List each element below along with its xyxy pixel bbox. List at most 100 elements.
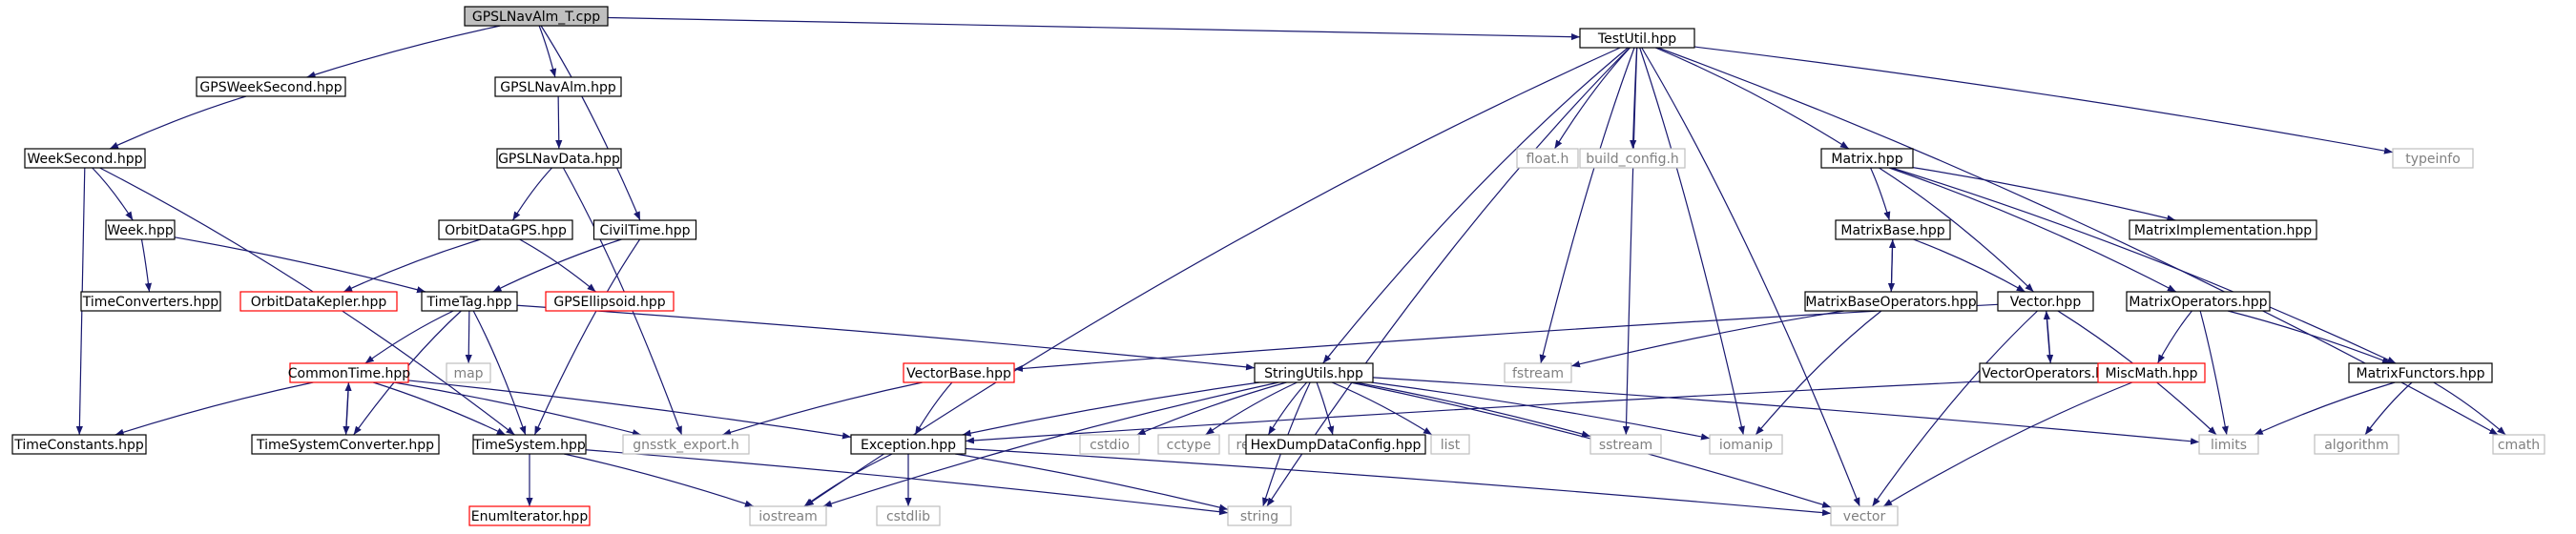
- node-box-matrix: [1820, 148, 1914, 169]
- edge-vectorbase-to-exception: [914, 381, 953, 436]
- node-hexdump[interactable]: HexDumpDataConfig.hpp: [1245, 434, 1426, 455]
- node-box-orbitdatagps: [438, 219, 573, 240]
- node-timesystemconverter[interactable]: TimeSystemConverter.hpp: [251, 434, 440, 455]
- node-box-matrixfunctors: [2348, 362, 2493, 383]
- node-label-timeconverters: TimeConverters.hpp: [82, 295, 218, 310]
- edge-stringutils-to-hexdump: [1316, 381, 1335, 436]
- node-matriximpl[interactable]: MatrixImplementation.hpp: [2129, 219, 2317, 240]
- node-fstream[interactable]: fstream: [1504, 362, 1572, 383]
- node-timetag[interactable]: TimeTag.hpp: [421, 291, 518, 312]
- node-orbitdatakepler[interactable]: OrbitDataKepler.hpp: [239, 291, 398, 312]
- node-label-gpslnavdata: GPSLNavData.hpp: [498, 152, 620, 167]
- node-cmath[interactable]: cmath: [2492, 434, 2545, 455]
- node-stringutils[interactable]: StringUtils.hpp: [1254, 362, 1374, 383]
- edge-matrix-to-matrixops: [1888, 167, 2177, 293]
- node-cctype[interactable]: cctype: [1157, 434, 1220, 455]
- node-sstream[interactable]: sstream: [1589, 434, 1662, 455]
- node-civiltime[interactable]: CivilTime.hpp: [592, 219, 697, 240]
- node-limits[interactable]: limits: [2198, 434, 2259, 455]
- edge-stringutils-to-exception: [962, 381, 1260, 437]
- node-label-matrixops: MatrixOperators.hpp: [2129, 295, 2267, 310]
- edge-commontime-to-timeconstants: [114, 381, 314, 436]
- node-cstdlib[interactable]: cstdlib: [876, 505, 941, 526]
- node-gpslnavdata[interactable]: GPSLNavData.hpp: [496, 148, 622, 169]
- node-box-exception: [850, 434, 966, 455]
- node-testutil[interactable]: TestUtil.hpp: [1579, 28, 1695, 49]
- node-box-algorithm: [2314, 434, 2399, 455]
- node-build_config[interactable]: build_config.h: [1579, 148, 1686, 169]
- edge-gpslnavalm-to-gpslnavdata: [555, 95, 563, 150]
- node-label-timetag: TimeTag.hpp: [426, 295, 511, 310]
- node-vector_std[interactable]: vector: [1830, 505, 1899, 526]
- node-box-matrixops: [2126, 291, 2271, 312]
- node-algorithm[interactable]: algorithm: [2314, 434, 2399, 455]
- node-box-enumiterator: [468, 505, 591, 526]
- node-box-timesystemconverter: [251, 434, 440, 455]
- node-label-iomanip: iomanip: [1719, 438, 1773, 453]
- node-matrixbase[interactable]: MatrixBase.hpp: [1835, 219, 1951, 240]
- edge-civiltime-to-timesystem: [533, 238, 641, 436]
- node-week[interactable]: Week.hpp: [105, 219, 176, 240]
- node-matrixbaseops[interactable]: MatrixBaseOperators.hpp: [1804, 291, 1978, 312]
- node-typeinfo[interactable]: typeinfo: [2392, 148, 2474, 169]
- node-string[interactable]: string: [1227, 505, 1292, 526]
- node-cstdio[interactable]: cstdio: [1079, 434, 1140, 455]
- node-box-typeinfo: [2392, 148, 2474, 169]
- node-vectorops[interactable]: VectorOperators.hpp: [1979, 362, 2124, 383]
- node-box-timeconstants: [11, 434, 147, 455]
- node-gpsellipsoid[interactable]: GPSEllipsoid.hpp: [545, 291, 675, 312]
- node-orbitdatagps[interactable]: OrbitDataGPS.hpp: [438, 219, 573, 240]
- edge-gpslnavdata-to-orbitdatagps: [511, 167, 552, 221]
- node-matrixops[interactable]: MatrixOperators.hpp: [2126, 291, 2271, 312]
- node-enumiterator[interactable]: EnumIterator.hpp: [468, 505, 591, 526]
- node-iostream[interactable]: iostream: [749, 505, 827, 526]
- node-label-matrix: Matrix.hpp: [1831, 152, 1902, 167]
- node-root[interactable]: GPSLNavAlm_T.cpp: [464, 6, 609, 27]
- node-weeksecond[interactable]: WeekSecond.hpp: [24, 148, 146, 169]
- node-label-vector_hpp: Vector.hpp: [2010, 295, 2082, 310]
- node-commontime[interactable]: CommonTime.hpp: [288, 362, 411, 383]
- edge-stringutils-to-regexh: [1267, 381, 1308, 436]
- node-exception[interactable]: Exception.hpp: [850, 434, 966, 455]
- edge-matrixfunctors-to-cmath: [2433, 381, 2506, 436]
- node-iomanip[interactable]: iomanip: [1709, 434, 1783, 455]
- node-label-orbitdatagps: OrbitDataGPS.hpp: [445, 223, 567, 238]
- edge-commontime-to-gnssttk_export: [393, 381, 642, 437]
- node-gnssttk_export[interactable]: gnsstk_export.h: [622, 434, 750, 455]
- node-box-iomanip: [1709, 434, 1783, 455]
- edge-civiltime-to-timetag: [492, 238, 622, 293]
- node-matrixfunctors[interactable]: MatrixFunctors.hpp: [2348, 362, 2493, 383]
- node-matrix[interactable]: Matrix.hpp: [1820, 148, 1914, 169]
- node-box-iostream: [749, 505, 827, 526]
- node-label-week: Week.hpp: [107, 223, 174, 238]
- node-miscmath[interactable]: MiscMath.hpp: [2097, 362, 2206, 383]
- edge-testutil-to-iomanip: [1639, 47, 1745, 436]
- edge-miscmath-to-vector_std: [1882, 381, 2133, 507]
- node-vector_hpp[interactable]: Vector.hpp: [1997, 291, 2094, 312]
- node-timeconstants[interactable]: TimeConstants.hpp: [11, 434, 147, 455]
- node-label-cctype: cctype: [1167, 438, 1212, 453]
- node-box-sstream: [1589, 434, 1662, 455]
- edge-stringutils-to-iostream: [822, 381, 1279, 507]
- node-gpslnavalm[interactable]: GPSLNavAlm.hpp: [494, 76, 622, 97]
- node-label-vector_std: vector: [1843, 509, 1886, 524]
- edge-commontime-to-exception: [407, 380, 852, 440]
- node-label-timesystem: TimeSystem.hpp: [472, 438, 586, 453]
- node-list[interactable]: list: [1430, 434, 1470, 455]
- node-floath[interactable]: float.h: [1516, 148, 1579, 169]
- edge-testutil-to-vector_std: [1641, 47, 1860, 507]
- node-timesystem[interactable]: TimeSystem.hpp: [472, 434, 587, 455]
- node-timeconverters[interactable]: TimeConverters.hpp: [80, 291, 221, 312]
- node-box-cstdio: [1079, 434, 1140, 455]
- node-label-matrixfunctors: MatrixFunctors.hpp: [2356, 366, 2484, 381]
- node-box-cstdlib: [876, 505, 941, 526]
- node-map[interactable]: map: [446, 362, 491, 383]
- node-box-gpslnavdata: [496, 148, 622, 169]
- node-gpsweeksecond[interactable]: GPSWeekSecond.hpp: [196, 76, 346, 97]
- node-label-gpsellipsoid: GPSEllipsoid.hpp: [553, 295, 665, 310]
- node-box-hexdump: [1245, 434, 1426, 455]
- edge-testutil-to-fstream: [1539, 47, 1635, 364]
- node-vectorbase[interactable]: VectorBase.hpp: [903, 362, 1015, 383]
